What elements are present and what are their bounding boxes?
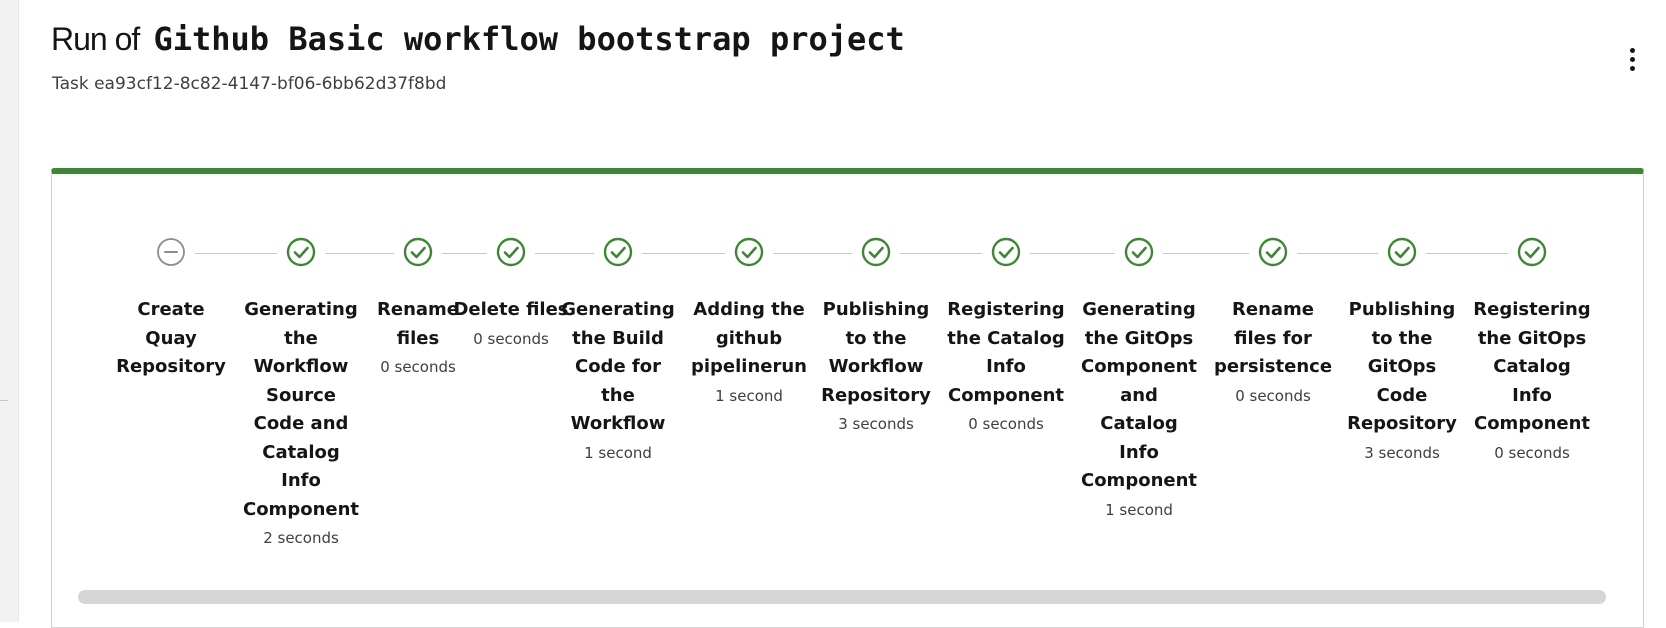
horizontal-scrollbar[interactable]	[78, 590, 1606, 604]
step-connector	[325, 253, 394, 254]
step-label[interactable]: Delete files 0 seconds	[451, 296, 571, 353]
step-connector	[1163, 253, 1249, 254]
left-nav-edge	[0, 0, 19, 622]
step-label[interactable]: Publishing to the GitOps Code Repository…	[1342, 296, 1462, 467]
step-title: Generating the Build Code for the Workfl…	[561, 299, 675, 434]
task-id: Task ea93cf12-8c82-4147-bf06-6bb62d37f8b…	[52, 74, 447, 94]
step-connector	[900, 253, 982, 254]
step-title: Delete files	[453, 299, 569, 320]
check-circle-icon	[990, 236, 1022, 268]
step-duration: 0 seconds	[968, 415, 1044, 433]
step-title: Registering the GitOps Catalog Info Comp…	[1473, 299, 1591, 434]
step-label[interactable]: Rename files for persistence 0 seconds	[1213, 296, 1333, 410]
nav-edge-mark	[0, 400, 8, 401]
step-title: Registering the Catalog Info Component	[947, 299, 1065, 406]
step-title: Publishing to the Workflow Repository	[821, 299, 931, 406]
step-connector	[535, 253, 594, 254]
kebab-dot	[1629, 47, 1635, 53]
step-label[interactable]: Adding the github pipelinerun 1 second	[689, 296, 809, 410]
check-circle-icon	[285, 236, 317, 268]
step-label[interactable]: Publishing to the Workflow Repository 3 s…	[816, 296, 936, 438]
step-duration: 0 seconds	[473, 329, 549, 348]
step-label[interactable]: Generating the Workflow Source Code and …	[241, 296, 361, 552]
kebab-dot	[1629, 65, 1635, 71]
page-title-prefix: Run of	[51, 21, 140, 57]
step-title: Generating the Workflow Source Code and …	[242, 299, 360, 520]
step-label[interactable]: Registering the GitOps Catalog Info Comp…	[1472, 296, 1592, 467]
step-connector	[1297, 253, 1378, 254]
step-connector	[195, 253, 277, 254]
check-circle-icon	[733, 236, 765, 268]
step-label[interactable]: Create Quay Repository	[111, 296, 231, 382]
step-title: Rename files for persistence	[1213, 299, 1333, 377]
check-circle-icon	[860, 236, 892, 268]
kebab-menu-icon[interactable]	[1622, 44, 1642, 74]
step-label[interactable]: Rename files 0 seconds	[358, 296, 478, 381]
step-title: Rename files	[377, 299, 459, 349]
step-title: Generating the GitOps Component and Cata…	[1080, 299, 1198, 491]
step-label[interactable]: Generating the GitOps Component and Cata…	[1079, 296, 1199, 524]
step-label[interactable]: Registering the Catalog Info Component 0 …	[946, 296, 1066, 438]
step-duration: 0 seconds	[1235, 386, 1311, 405]
template-name: Github Basic workflow bootstrap project	[153, 20, 905, 58]
check-circle-icon	[1257, 236, 1289, 268]
step-duration: 1 second	[1105, 500, 1173, 519]
step-duration: 1 second	[715, 386, 783, 405]
step-title: Adding the github pipelinerun	[690, 299, 807, 377]
kebab-dot	[1629, 56, 1635, 62]
check-circle-icon	[495, 236, 527, 268]
step-duration: 2 seconds	[263, 529, 339, 547]
step-title: Create Quay Repository	[116, 299, 226, 377]
step-connector	[773, 253, 852, 254]
minus-circle-icon	[155, 236, 187, 268]
step-duration: 0 seconds	[380, 358, 456, 376]
step-connector	[1426, 253, 1508, 254]
step-duration: 0 seconds	[1494, 443, 1570, 462]
step-connector	[1030, 253, 1115, 254]
step-connector	[642, 253, 725, 254]
page-title: Run of Github Basic workflow bootstrap p…	[51, 18, 905, 60]
step-duration: 3 seconds	[838, 415, 914, 433]
step-duration: 3 seconds	[1364, 443, 1440, 462]
check-circle-icon	[1516, 236, 1548, 268]
step-connector	[442, 253, 487, 254]
check-circle-icon	[402, 236, 434, 268]
step-duration: 1 second	[584, 443, 652, 462]
check-circle-icon	[1123, 236, 1155, 268]
check-circle-icon	[602, 236, 634, 268]
check-circle-icon	[1386, 236, 1418, 268]
step-title: Publishing to the GitOps Code Repository	[1347, 299, 1457, 434]
step-label[interactable]: Generating the Build Code for the Workfl…	[558, 296, 678, 467]
